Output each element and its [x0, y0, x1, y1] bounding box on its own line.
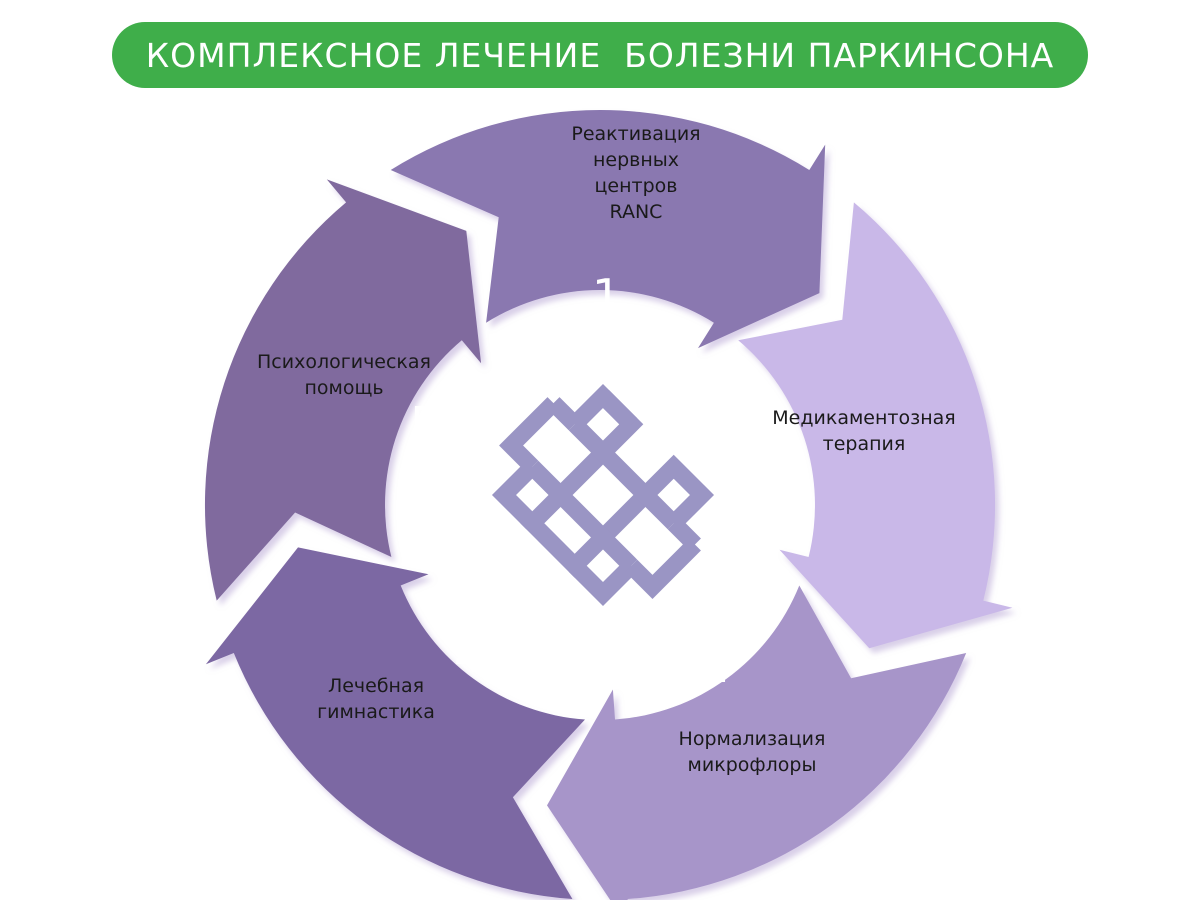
- step-3-number: 3.: [686, 639, 730, 693]
- endless-knot-icon: [491, 383, 715, 607]
- knot-strand: [667, 517, 701, 551]
- step-2-label-line: Медикаментозная: [772, 407, 955, 429]
- step-4-arrow: [205, 547, 585, 899]
- knot-strand: [568, 418, 680, 530]
- step-3-label-line: микрофлоры: [688, 754, 817, 776]
- knot-strand: [568, 559, 638, 607]
- step-4-number: 4.: [454, 629, 498, 683]
- knot-strand: [499, 397, 560, 473]
- step-1-arrow: [390, 109, 826, 349]
- step-5-label-line: помощь: [304, 377, 383, 399]
- knot-lattice: [491, 383, 715, 607]
- step-5-number: 5.: [410, 397, 454, 451]
- step-1-label-line: нервных: [593, 149, 679, 171]
- step-5-label-line: Психологическая: [257, 351, 431, 373]
- step-5-label: Психологическая помощь: [257, 351, 431, 399]
- knot-strand: [526, 460, 638, 572]
- cycle-segments: [204, 109, 1013, 900]
- step-4-label: Лечебная гимнастика: [317, 675, 435, 723]
- step-2-label: Медикаментозная терапия: [772, 407, 955, 455]
- step-4-label-line: гимнастика: [317, 701, 435, 723]
- step-1-label-line: центров: [595, 175, 678, 197]
- knot-strand: [596, 389, 638, 431]
- step-4-label-line: Лечебная: [328, 675, 424, 697]
- step-2-label-line: терапия: [823, 433, 906, 455]
- title-banner: КОМПЛЕКСНОЕ ЛЕЧЕНИЕ БОЛЕЗНИ ПАРКИНСОНА: [112, 22, 1088, 88]
- knot-strand: [547, 397, 581, 431]
- step-1-number: 1.: [592, 269, 636, 323]
- knot-strand: [491, 460, 539, 530]
- page-title: КОМПЛЕКСНОЕ ЛЕЧЕНИЕ БОЛЕЗНИ ПАРКИНСОНА: [145, 35, 1055, 75]
- step-3-label: Нормализация микрофлоры: [679, 728, 826, 776]
- step-2-arrow: [738, 202, 1013, 649]
- step-3-label-line: Нормализация: [679, 728, 826, 750]
- knot-strand: [625, 538, 701, 599]
- step-2-number: 2.: [773, 455, 817, 509]
- step-3-arrow: [547, 585, 967, 900]
- step-5-arrow: [204, 179, 482, 601]
- step-1-label-line: Реактивация: [571, 123, 700, 145]
- step-1-label-line: RANC: [610, 201, 663, 223]
